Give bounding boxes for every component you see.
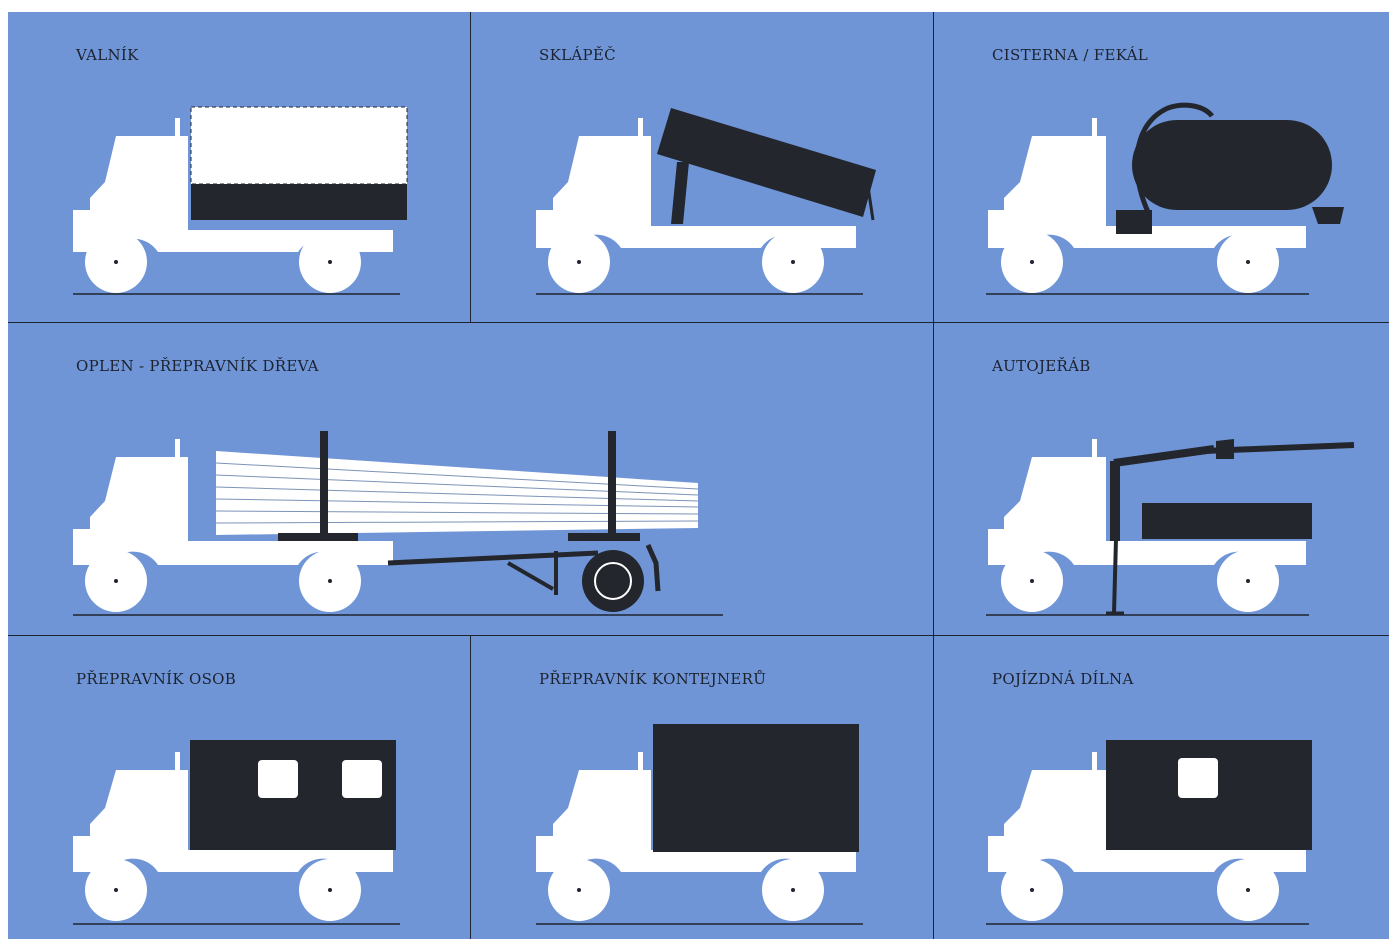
tanker-truck-illustration: [986, 102, 1344, 295]
crane-truck-illustration: [986, 439, 1355, 616]
panel-label: SKLÁPĚČ: [539, 46, 616, 64]
divider-vertical-right: [933, 12, 934, 939]
panel-valnik: VALNÍK: [8, 12, 470, 322]
timber-truck-illustration: [73, 431, 723, 616]
panel-sklapec: SKLÁPĚČ: [471, 12, 933, 322]
tipper-truck-illustration: [536, 108, 876, 295]
panel-cisterna: CISTERNA / FEKÁL: [934, 12, 1389, 322]
panel-label: OPLEN - PŘEPRAVNÍK DŘEVA: [76, 357, 319, 375]
panel-oplen: OPLEN - PŘEPRAVNÍK DŘEVA: [8, 323, 933, 635]
vehicle-sheet: VALNÍK SKLÁPĚČ CISTERNA /: [8, 12, 1389, 939]
panel-pojizdna-dilna: POJÍZDNÁ DÍLNA: [934, 636, 1389, 939]
personnel-carrier-illustration: [73, 740, 400, 925]
divider-horizontal-top: [8, 322, 1389, 323]
panel-label: POJÍZDNÁ DÍLNA: [992, 670, 1134, 688]
panel-label: CISTERNA / FEKÁL: [992, 46, 1149, 64]
divider-horizontal-bottom: [8, 635, 1389, 636]
divider-vertical-top-left: [470, 12, 471, 322]
panel-label: PŘEPRAVNÍK OSOB: [76, 670, 237, 688]
panel-label: AUTOJEŘÁB: [992, 357, 1091, 375]
panel-prepravnik-kontejneru: PŘEPRAVNÍK KONTEJNERŮ: [471, 636, 933, 939]
panel-autojerab: AUTOJEŘÁB: [934, 323, 1389, 635]
mobile-workshop-illustration: [986, 740, 1312, 925]
panel-label: PŘEPRAVNÍK KONTEJNERŮ: [539, 670, 767, 688]
divider-vertical-bottom-left: [470, 635, 471, 939]
container-carrier-illustration: [536, 724, 863, 925]
panel-prepravnik-osob: PŘEPRAVNÍK OSOB: [8, 636, 470, 939]
panel-label: VALNÍK: [76, 46, 139, 64]
flatbed-truck-illustration: [73, 106, 408, 295]
